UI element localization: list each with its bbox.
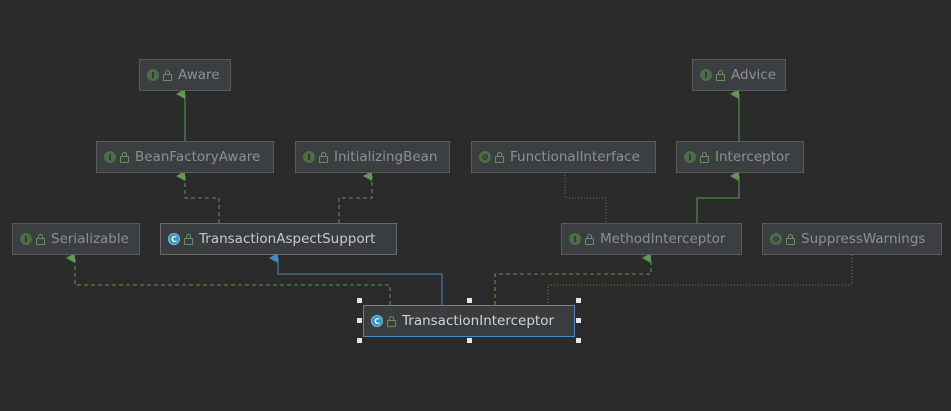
node-initializingbean[interactable]: I InitializingBean bbox=[295, 141, 450, 173]
resize-handle-e[interactable] bbox=[576, 318, 581, 323]
node-beanfactoryaware[interactable]: I BeanFactoryAware bbox=[96, 141, 274, 173]
resize-handle-sw[interactable] bbox=[357, 338, 362, 343]
lock-icon bbox=[163, 69, 172, 81]
node-label: Advice bbox=[731, 67, 777, 83]
node-functionalinterface[interactable]: @ FunctionalInterface bbox=[471, 141, 656, 173]
node-label: MethodInterceptor bbox=[600, 231, 726, 247]
interface-icon: I bbox=[104, 151, 116, 163]
node-label: FunctionalInterface bbox=[510, 149, 640, 165]
resize-handle-s[interactable] bbox=[467, 338, 472, 343]
node-label: Aware bbox=[178, 67, 220, 83]
lock-icon bbox=[585, 233, 594, 245]
resize-handle-se[interactable] bbox=[576, 338, 581, 343]
annotation-icon: @ bbox=[479, 151, 491, 163]
interface-icon: I bbox=[684, 151, 696, 163]
edge-methodinterceptor-interceptor bbox=[696, 171, 740, 223]
node-label: BeanFactoryAware bbox=[135, 149, 261, 165]
lock-icon bbox=[387, 315, 396, 327]
lock-icon bbox=[120, 151, 129, 163]
resize-handle-nw[interactable] bbox=[357, 298, 362, 303]
edge-tas-beanfactoryaware bbox=[176, 171, 220, 223]
edge-functionalinterface-methodinterceptor bbox=[564, 172, 607, 223]
interface-icon: I bbox=[303, 151, 315, 163]
resize-handle-w[interactable] bbox=[357, 318, 362, 323]
node-label: Serializable bbox=[51, 231, 129, 247]
edge-tas-initializingbean bbox=[338, 171, 373, 223]
lock-icon bbox=[716, 69, 725, 81]
class-icon: C bbox=[371, 315, 383, 327]
interface-icon: I bbox=[700, 69, 712, 81]
node-methodinterceptor[interactable]: I MethodInterceptor bbox=[561, 223, 742, 255]
lock-icon bbox=[319, 151, 328, 163]
interface-icon: I bbox=[569, 233, 581, 245]
node-aware[interactable]: I Aware bbox=[139, 59, 231, 91]
node-label: TransactionInterceptor bbox=[402, 313, 555, 329]
resize-handle-n[interactable] bbox=[467, 298, 472, 303]
node-label: TransactionAspectSupport bbox=[199, 231, 376, 247]
node-suppresswarnings[interactable]: @ SuppressWarnings bbox=[762, 223, 942, 255]
lock-icon bbox=[495, 151, 504, 163]
lock-icon bbox=[786, 233, 795, 245]
resize-handle-ne[interactable] bbox=[576, 298, 581, 303]
node-transactionaspectsupport[interactable]: C TransactionAspectSupport bbox=[160, 223, 397, 255]
edge-ti-methodinterceptor bbox=[494, 253, 652, 305]
node-label: InitializingBean bbox=[334, 149, 438, 165]
edge-ti-tas bbox=[269, 253, 443, 305]
edge-suppresswarnings-ti bbox=[547, 255, 853, 305]
node-label: Interceptor bbox=[715, 149, 790, 165]
annotation-icon: @ bbox=[770, 233, 782, 245]
node-advice[interactable]: I Advice bbox=[692, 59, 786, 91]
node-label: SuppressWarnings bbox=[801, 231, 926, 247]
node-interceptor[interactable]: I Interceptor bbox=[676, 141, 804, 173]
lock-icon bbox=[700, 151, 709, 163]
lock-icon bbox=[36, 233, 45, 245]
interface-icon: I bbox=[20, 233, 32, 245]
edge-ti-serializable bbox=[66, 253, 391, 305]
interface-icon: I bbox=[147, 69, 159, 81]
class-icon: C bbox=[168, 233, 180, 245]
node-serializable[interactable]: I Serializable bbox=[12, 223, 140, 255]
lock-icon bbox=[184, 233, 193, 245]
node-transactioninterceptor[interactable]: C TransactionInterceptor bbox=[363, 305, 575, 337]
